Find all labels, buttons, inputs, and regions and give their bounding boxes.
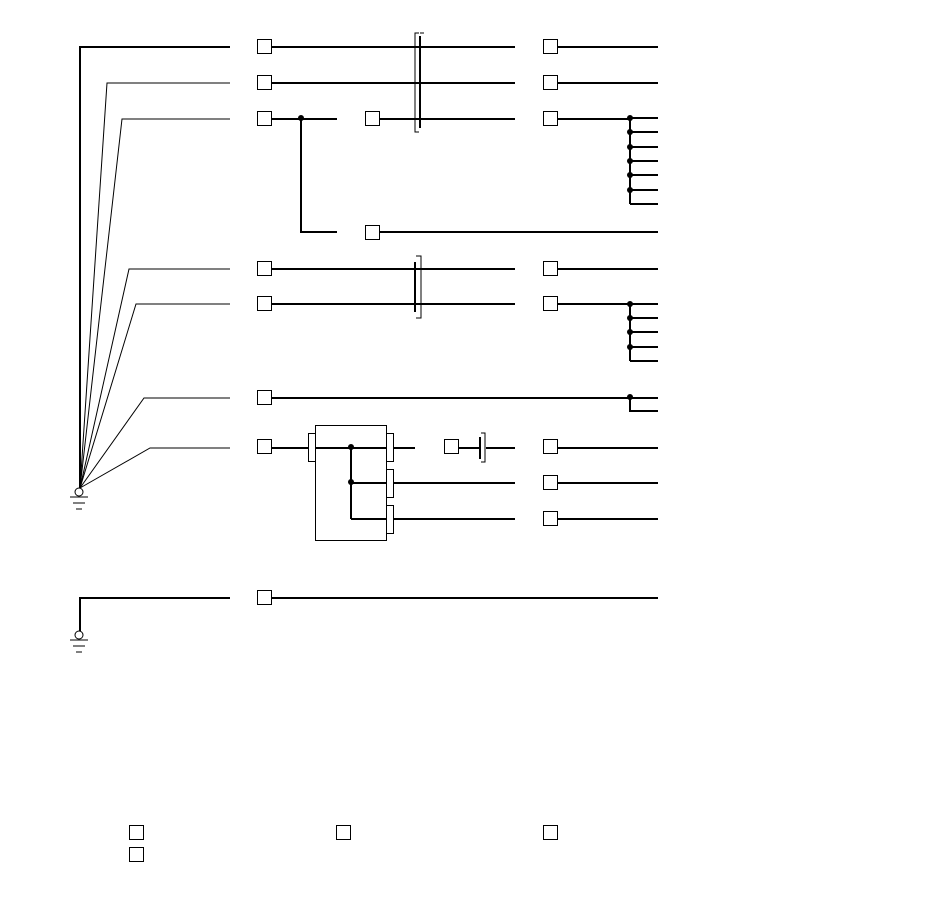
box-c3-r8	[543, 475, 558, 490]
legend-box-3	[543, 825, 558, 840]
box-c2-branch	[365, 225, 380, 240]
box-c1-r1	[257, 39, 272, 54]
box-c3-r3	[543, 111, 558, 126]
legend	[129, 825, 558, 862]
box-c3-r9	[543, 511, 558, 526]
bus-row-5	[627, 301, 658, 362]
box-c3-r7	[543, 439, 558, 454]
legend-box-2	[336, 825, 351, 840]
box-c3-r2	[543, 75, 558, 90]
connector-bracket-a	[414, 32, 424, 133]
ground-2-wire	[79, 597, 230, 631]
box-c2-r3	[365, 111, 380, 126]
circuit-row-6	[272, 394, 658, 412]
inline-connector	[479, 432, 486, 463]
connector-bracket-b	[414, 255, 422, 319]
box-c3-r1	[543, 39, 558, 54]
box-c2-r7	[444, 439, 459, 454]
box-c3-r4	[543, 261, 558, 276]
box-c1-r10	[257, 590, 272, 605]
box-c1-r7	[257, 439, 272, 454]
box-c1-r2	[257, 75, 272, 90]
legend-box-1	[129, 825, 144, 840]
ground-2-icon	[70, 630, 88, 653]
box-c1-r4	[257, 261, 272, 276]
circuit-row-3	[272, 115, 658, 233]
bus-row-3	[627, 115, 658, 205]
box-c1-r5	[257, 296, 272, 311]
legend-box-4	[129, 847, 144, 862]
ground-1-icon	[70, 487, 88, 510]
control-module	[308, 425, 394, 541]
ground-fanout-wires	[79, 46, 230, 489]
box-c3-r5	[543, 296, 558, 311]
box-c1-r6	[257, 390, 272, 405]
connector-boxes	[257, 39, 558, 605]
box-c1-r3	[257, 111, 272, 126]
